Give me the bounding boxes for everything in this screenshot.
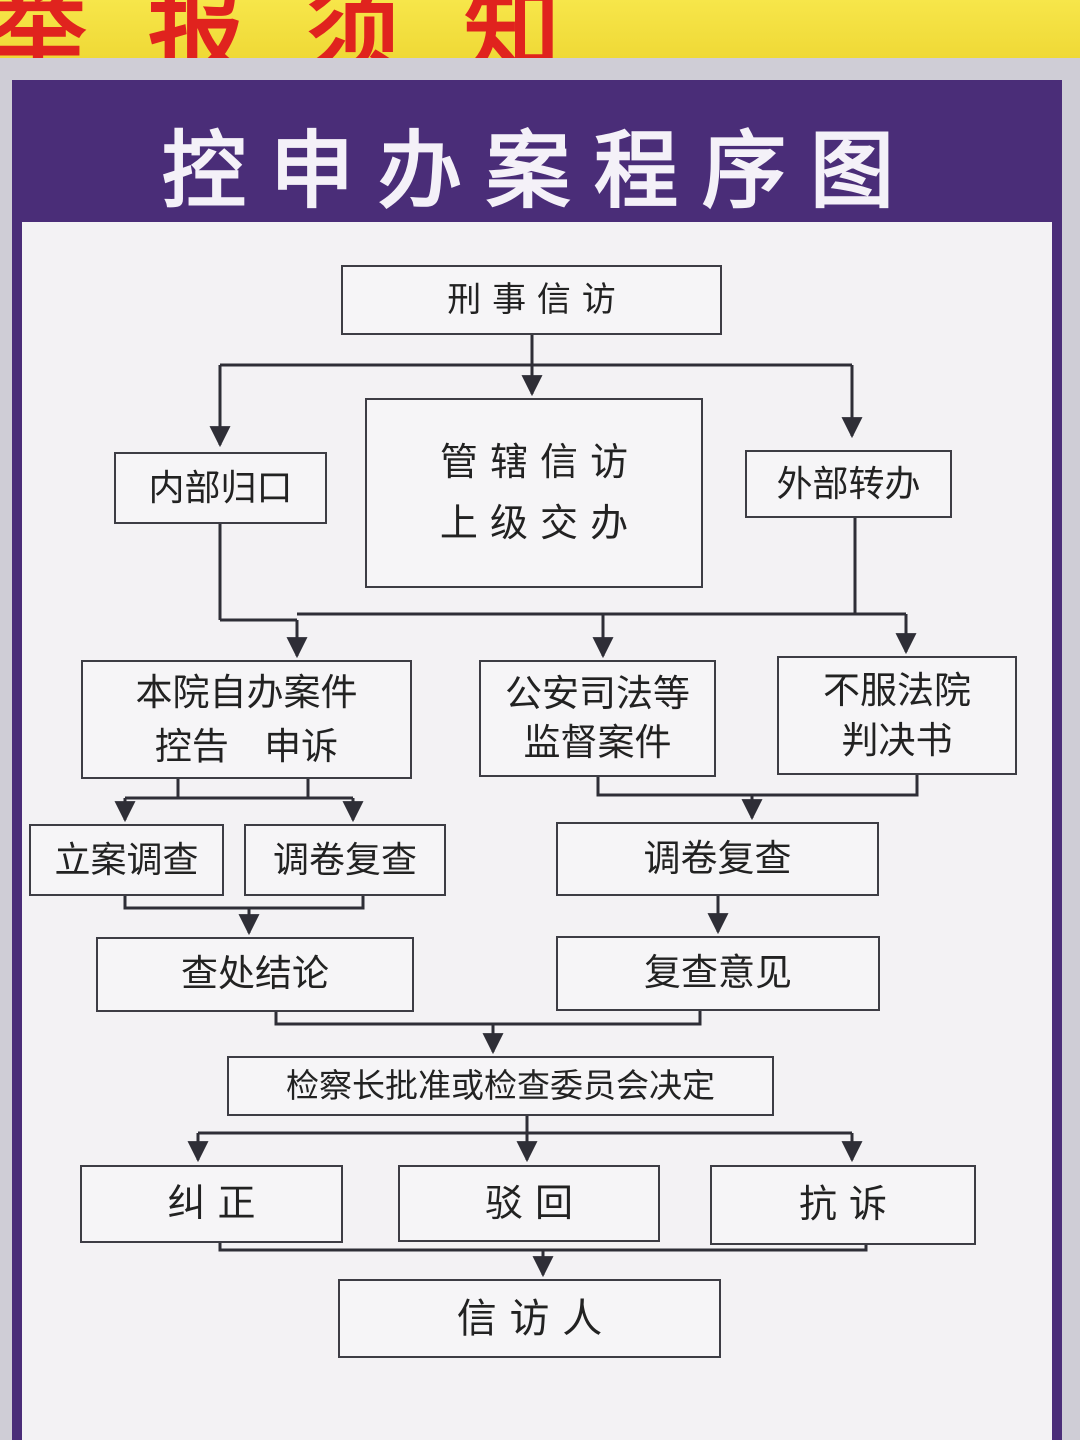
node-protest: 抗 诉 (710, 1165, 976, 1245)
node-label: 抗 诉 (798, 1182, 888, 1227)
node-internal-return: 内部归口 (114, 452, 327, 524)
connector-right-merge (596, 775, 919, 797)
node-label: 纠 正 (167, 1181, 256, 1226)
connector-decision-split (198, 1116, 852, 1135)
node-file-investigation: 立案调查 (29, 824, 224, 896)
node-label-line1: 公安司法等 (505, 672, 690, 716)
node-file-review-left: 调卷复查 (244, 824, 446, 896)
connector-own-cases-split (125, 779, 353, 800)
node-court-judgment: 不服法院 判决书 (777, 656, 1017, 775)
node-label: 检察长批准或检查委员会决定 (286, 1066, 715, 1106)
node-label: 信 访 人 (456, 1295, 603, 1342)
node-criminal-petition: 刑 事 信 访 (341, 265, 722, 335)
node-label: 内部归口 (148, 467, 293, 509)
node-label-line2: 控告 申诉 (154, 724, 339, 768)
node-correction: 纠 正 (80, 1165, 343, 1243)
node-label: 查处结论 (181, 952, 329, 996)
node-label-line1: 管 辖 信 访 (439, 440, 629, 485)
node-label: 立案调查 (54, 839, 199, 881)
top-banner: 举报须知 (0, 0, 1080, 58)
node-review-opinion: 复查意见 (556, 936, 880, 1011)
banner-text: 举报须知 (0, 0, 622, 58)
node-decision: 检察长批准或检查委员会决定 (227, 1056, 774, 1116)
node-conclusion: 查处结论 (96, 937, 414, 1012)
connector-left-merge (123, 896, 365, 910)
node-rejection: 驳 回 (398, 1165, 660, 1242)
node-petitioner: 信 访 人 (338, 1279, 721, 1358)
node-label: 调卷复查 (643, 836, 792, 880)
node-label-line2: 判决书 (841, 718, 953, 762)
node-label-line1: 本院自办案件 (135, 670, 358, 714)
node-label: 刑 事 信 访 (447, 279, 616, 320)
node-file-review-right: 调卷复查 (556, 822, 879, 896)
page-title: 控申办案程序图 (161, 122, 918, 220)
node-label-line2: 上 级 交 办 (439, 501, 629, 545)
node-label: 复查意见 (644, 951, 792, 995)
connector-to-decision (274, 1011, 702, 1026)
node-own-cases: 本院自办案件 控告 申诉 (81, 660, 412, 779)
node-label: 外部转办 (776, 463, 921, 505)
node-police-cases: 公安司法等 监督案件 (479, 660, 716, 777)
node-label: 调卷复查 (272, 839, 417, 881)
node-external-transfer: 外部转办 (745, 450, 952, 518)
node-label: 驳 回 (484, 1180, 574, 1225)
node-jurisdiction: 管 辖 信 访 上 级 交 办 (365, 398, 703, 588)
node-label-line2: 监督案件 (523, 720, 672, 764)
node-label-line1: 不服法院 (823, 668, 971, 712)
